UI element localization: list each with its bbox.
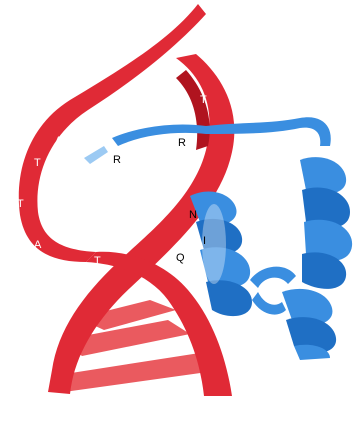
dna-label-T-1: T bbox=[34, 157, 41, 169]
residue-label-I: I bbox=[203, 235, 206, 247]
residue-label-R-2: R bbox=[178, 137, 186, 149]
protein-arm-tail bbox=[84, 146, 108, 164]
dna-label-A-3: A bbox=[144, 206, 152, 218]
dna-label-A-4: A bbox=[193, 156, 201, 168]
connector-to-center bbox=[252, 292, 286, 315]
dna-label-T-4: T bbox=[200, 94, 207, 106]
loop-connector bbox=[250, 267, 296, 288]
dna-label-X: X bbox=[64, 293, 72, 305]
protein-right-helix bbox=[300, 157, 352, 289]
protein-recognition-helix bbox=[190, 192, 252, 317]
dna-label-T-3: T bbox=[94, 255, 101, 267]
dna-label-A-1: A bbox=[55, 135, 63, 147]
protein-arm-main bbox=[112, 125, 206, 147]
dna-label-T-2: T bbox=[17, 198, 24, 210]
residue-label-Q: Q bbox=[176, 252, 185, 264]
residue-label-R-1: R bbox=[113, 154, 121, 166]
helix-coil-4 bbox=[206, 280, 252, 316]
residue-label-N: N bbox=[189, 209, 197, 221]
dna-label-A-2: A bbox=[34, 239, 42, 251]
